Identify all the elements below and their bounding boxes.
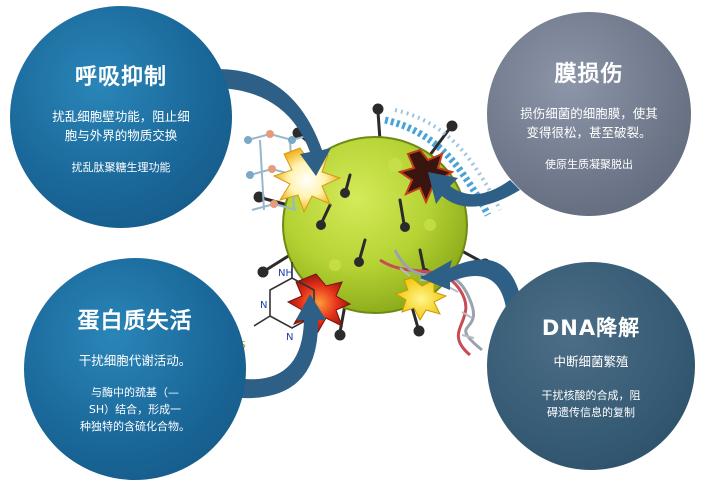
- bacterium-inner-marks: [316, 173, 430, 278]
- dna-helix-icon: [379, 249, 483, 357]
- arrow-bottom-right: [420, 259, 522, 308]
- membrane-damage-panel: 膜损伤 损伤细菌的细胞膜，使其 变得很松，甚至破裂。 使原生质凝聚脱出: [487, 12, 691, 216]
- panel-title: 呼吸抑制: [74, 64, 167, 90]
- arrow-bottom-left: [200, 294, 326, 399]
- arrow-top-right: [428, 172, 520, 207]
- panel-title: 膜损伤: [554, 61, 624, 87]
- red-explosion-icon: [286, 273, 352, 334]
- respiration-inhibition-panel: 呼吸抑制 扰乱细胞壁功能，阻止细 胞与外界的物质交换 扰乱肽聚糖生理功能: [10, 6, 232, 228]
- white-explosion-icon: [272, 147, 342, 214]
- panel-note: 干扰核酸的合成，阻 碍遗传信息的复制: [541, 388, 641, 419]
- protein-inactivation-panel: 蛋白质失活 干扰细胞代谢活动。 与酶中的巯基（— SH）结合，形成一 种独特的含…: [24, 258, 246, 480]
- yellow-explosion-icon: [394, 277, 448, 322]
- panel-note: 扰乱肽聚糖生理功能: [71, 160, 171, 174]
- panel-description: 扰乱细胞壁功能，阻止细 胞与外界的物质交换: [52, 108, 190, 143]
- panel-description: 损伤细菌的细胞膜，使其 变得很松，甚至破裂。: [520, 105, 658, 140]
- panel-description: 干扰细胞代谢活动。: [78, 353, 192, 368]
- panel-note: 与酶中的巯基（— SH）结合，形成一 种独特的含硫化合物。: [80, 386, 190, 433]
- panel-description: 中断细菌繁殖: [553, 353, 629, 369]
- panel-note: 使原生质凝聚脱出: [545, 157, 633, 171]
- panel-title: DNA降解: [541, 315, 641, 340]
- panel-title: 蛋白质失活: [77, 309, 193, 334]
- dna-degradation-panel: DNA降解 中断细菌繁殖 干扰核酸的合成，阻 碍遗传信息的复制: [487, 262, 695, 470]
